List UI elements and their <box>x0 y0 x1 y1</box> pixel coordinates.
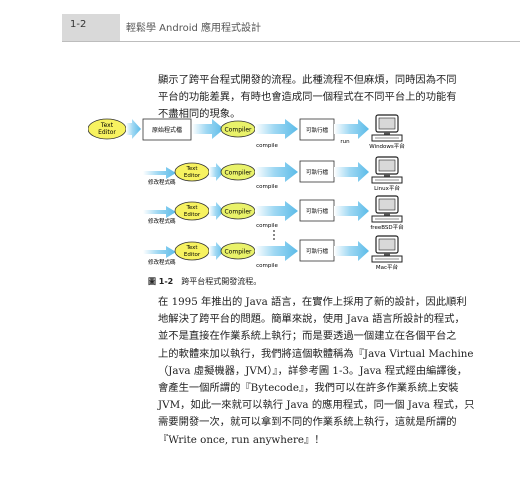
flow-row-mac: 修改程式碼 Text Editor Compiler compile 可執行檔 … <box>143 235 403 271</box>
executable-label: 可執行檔 <box>306 168 329 176</box>
flow-row-windows: Text Editor 原始程式檔 Compiler compile 可執行檔 … <box>88 114 405 150</box>
editor-label-line2: Editor <box>184 212 201 218</box>
flow-arrow <box>334 241 369 261</box>
page-header: 1-2 輕鬆學 Android 應用程式設計 <box>0 0 520 42</box>
computer-icon <box>371 114 403 142</box>
header-tab <box>62 14 120 42</box>
flow-row-linux: 修改程式碼 Text Editor Compiler compile 可執行檔 … <box>143 156 403 192</box>
platform-label: Mac平台 <box>376 263 399 271</box>
editor-label-line1: Text <box>185 245 198 251</box>
flow-arrow <box>143 167 176 179</box>
compiler-label: Compiler <box>224 209 252 216</box>
text-line: 會產生一個所謂的『Bytecode』，我們可以在許多作業系統上安裝 <box>158 382 459 395</box>
compiler-label: Compiler <box>224 249 252 256</box>
flow-arrow <box>209 163 224 181</box>
modify-code-label: 修改程式碼 <box>148 178 176 186</box>
flow-arrow <box>334 162 369 182</box>
more-rows-ellipsis <box>273 230 275 240</box>
compile-label: compile <box>256 184 278 190</box>
cross-platform-flow-diagram: Text Editor 原始程式檔 Compiler compile 可執行檔 … <box>88 114 405 271</box>
computer-icon <box>371 156 403 184</box>
computer-icon <box>371 195 403 223</box>
editor-label-line1: Text <box>185 166 198 172</box>
intro-paragraph: 顯示了跨平台程式開發的流程。此種流程不但麻煩，同時因為不同 平台的功能差異，有時… <box>158 72 457 124</box>
flow-arrow <box>255 201 298 221</box>
editor-label-line2: Editor <box>98 129 116 136</box>
platform-label: freeBSD平台 <box>370 223 404 231</box>
flow-arrow <box>334 119 369 139</box>
text-line: （Java 虛擬機器，JVM）』，詳參考圖 1-3。Java 程式經由編譯後， <box>158 364 468 377</box>
executable-label: 可執行檔 <box>306 247 329 255</box>
text-line: 『Write once, run anywhere』！ <box>158 433 325 446</box>
flow-row-freebsd: 修改程式碼 Text Editor Compiler compile 可執行檔 … <box>143 195 404 231</box>
text-line: 不盡相同的現象。 <box>158 108 241 121</box>
compile-label: compile <box>256 263 278 269</box>
flow-arrow <box>209 202 224 220</box>
figure-label: 圖 1-2 <box>148 277 174 286</box>
source-file-box <box>142 118 192 141</box>
flow-arrow <box>126 119 141 139</box>
editor-label-line1: Text <box>185 205 198 211</box>
text-line: JVM，如此一來就可以執行 Java 的應用程式，同一個 Java 程式，只 <box>158 399 475 412</box>
editor-label-line2: Editor <box>184 173 201 179</box>
platform-label: Linux平台 <box>374 184 400 192</box>
text-line: 地解決了跨平台的問題。簡單來說，使用 Java 語言所設計的程式， <box>158 313 465 326</box>
figure-caption-text: 跨平台程式開發流程。 <box>181 277 262 286</box>
text-line: 在 1995 年推出的 Java 語言，在實作上採用了新的設計，因此順利 <box>158 296 467 308</box>
executable-label: 可執行檔 <box>306 126 329 134</box>
flow-arrow <box>143 206 176 218</box>
flow-arrow <box>192 119 224 139</box>
modify-code-label: 修改程式碼 <box>148 258 176 266</box>
flow-arrow <box>255 162 298 182</box>
header-rule <box>62 41 520 42</box>
book-title: 輕鬆學 Android 應用程式設計 <box>126 23 262 34</box>
flow-arrow <box>334 201 369 221</box>
compile-label: compile <box>256 143 278 149</box>
run-label: run <box>340 139 350 145</box>
flow-arrow <box>209 242 224 260</box>
flow-arrow <box>255 119 298 139</box>
flow-arrow <box>255 241 298 261</box>
compiler-label: Compiler <box>224 127 252 134</box>
text-line: 上的軟體來加以執行，我們將這個軟體稱為『Java Virtual Machine <box>158 347 474 360</box>
computer-icon <box>371 235 403 263</box>
platform-label: Windows平台 <box>369 142 405 150</box>
page-number: 1-2 <box>70 19 87 30</box>
executable-label: 可執行檔 <box>306 207 329 215</box>
text-line: 並不是直接在作業系統上執行；而是要透過一個建立在各個平台之 <box>158 330 457 343</box>
flow-arrow <box>143 246 176 258</box>
compile-label: compile <box>256 223 278 229</box>
editor-label-line2: Editor <box>184 252 201 258</box>
compiler-label: Compiler <box>224 170 252 177</box>
text-line: 需要開發一次，就可以拿到不同的作業系統上執行，這就是所謂的 <box>158 416 457 429</box>
body-paragraph: 在 1995 年推出的 Java 語言，在實作上採用了新的設計，因此順利 地解決… <box>158 294 474 449</box>
text-line: 顯示了跨平台程式開發的流程。此種流程不但麻煩，同時因為不同 <box>158 74 457 86</box>
editor-label-line1: Text <box>100 122 114 129</box>
figure-caption: 圖 1-2 跨平台程式開發流程。 <box>148 276 261 287</box>
text-line: 平台的功能差異，有時也會造成同一個程式在不同平台上的功能有 <box>158 91 457 104</box>
modify-code-label: 修改程式碼 <box>148 217 176 225</box>
source-file-label: 原始程式檔 <box>152 126 182 134</box>
